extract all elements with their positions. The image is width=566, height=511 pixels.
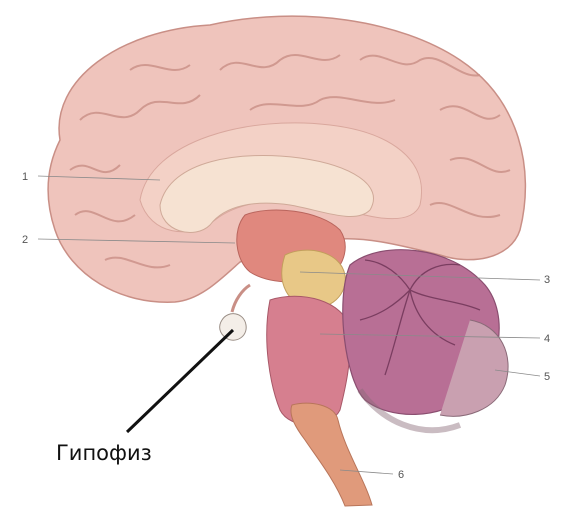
pituitary-label: Гипофиз xyxy=(56,441,152,465)
label-4: 4 xyxy=(544,333,550,345)
label-1: 1 xyxy=(22,171,28,183)
label-3: 3 xyxy=(544,274,550,286)
label-2: 2 xyxy=(22,234,28,246)
spinal-cord xyxy=(291,403,372,506)
pituitary-gland xyxy=(220,314,247,341)
cerebellum xyxy=(343,250,508,430)
pituitary-pointer xyxy=(127,330,233,432)
label-5: 5 xyxy=(544,371,550,383)
label-6: 6 xyxy=(398,469,404,481)
pituitary-stalk xyxy=(232,285,250,312)
